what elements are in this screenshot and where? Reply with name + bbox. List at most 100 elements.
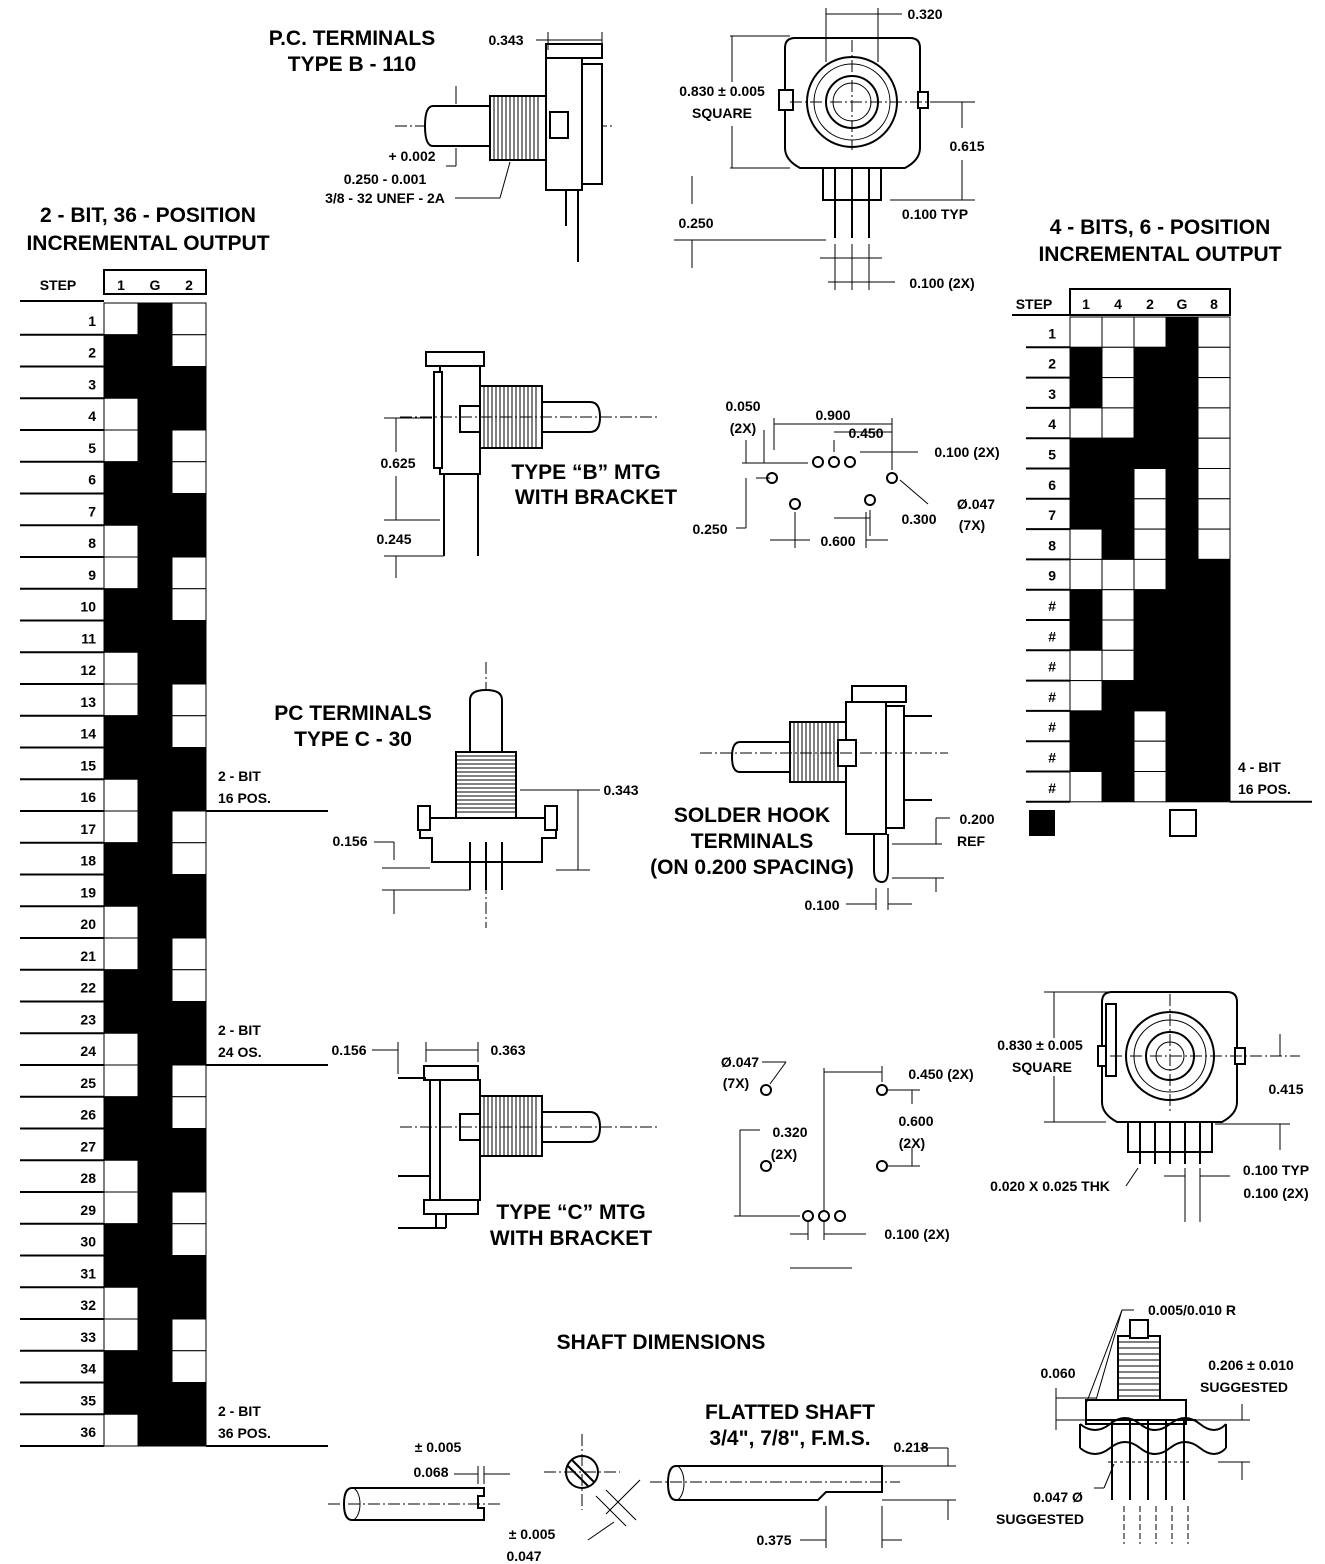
table36-step-label: 31 xyxy=(80,1265,96,1281)
table36-step-label: 32 xyxy=(80,1297,96,1313)
table16-cell xyxy=(1165,407,1199,439)
table36-cell xyxy=(103,334,139,367)
table16-cell xyxy=(1069,437,1103,470)
table36-step-label: 36 xyxy=(80,1424,96,1440)
table36-step-label: 13 xyxy=(80,694,96,710)
dim-0450: 0.450 xyxy=(848,425,883,441)
table36-step-label: 26 xyxy=(80,1107,96,1123)
table16-cell xyxy=(1165,558,1199,591)
heading-solder-hook-line2: TERMINALS xyxy=(691,830,814,853)
table36-step-label: 12 xyxy=(80,662,96,678)
table16-header-cell: 8 xyxy=(1210,296,1218,312)
side-view-type-c-bracket: 0.156 0.363 xyxy=(331,1042,660,1229)
table36-cell xyxy=(171,810,207,844)
dim-dia-047-c-line2: (7X) xyxy=(723,1075,749,1091)
table36-cell xyxy=(137,397,173,431)
table36-step-label: 34 xyxy=(80,1361,96,1377)
table36-cell xyxy=(171,302,207,336)
table36-step-label: 23 xyxy=(80,1011,96,1027)
table16-cell xyxy=(1133,316,1167,348)
dim-0320-2x-line2: (2X) xyxy=(771,1146,797,1162)
dim-0100-typ-top: 0.100 TYP xyxy=(902,206,968,222)
table16-cell xyxy=(1133,528,1167,560)
table36-cell xyxy=(137,556,173,590)
table16-cell xyxy=(1069,771,1103,803)
table36-cell xyxy=(137,1191,173,1225)
table36-cell xyxy=(103,842,139,875)
table36-step-label: 10 xyxy=(80,599,96,615)
table36-cell xyxy=(103,1255,139,1288)
table16-cell xyxy=(1069,558,1103,591)
thread-hatching xyxy=(493,96,539,160)
dim-0200-ref-line2: REF xyxy=(957,833,985,849)
table36-step-label: 35 xyxy=(80,1392,96,1408)
table36-cell xyxy=(171,874,207,907)
table16-cell xyxy=(1101,619,1135,651)
table16-step-label: 6 xyxy=(1048,477,1056,493)
table16-step-label: 4 xyxy=(1048,416,1056,432)
table16-cell xyxy=(1069,680,1103,712)
table36-header-box xyxy=(103,269,207,295)
table36-cell xyxy=(171,1382,207,1415)
table16-header-cell: G xyxy=(1177,296,1188,312)
table16-cell xyxy=(1101,498,1135,530)
dim-0156-c-mtg: 0.156 xyxy=(331,1042,366,1058)
table36-cell xyxy=(137,429,173,463)
table16-cell xyxy=(1197,316,1231,348)
table36-cell xyxy=(103,1382,139,1415)
table36-cell xyxy=(103,1128,139,1161)
table36-cell xyxy=(137,1286,173,1320)
table36-cell xyxy=(137,778,173,812)
hole-pattern-type-b: 0.050 (2X) 0.900 0.450 0.100 (2X) Ø.047 … xyxy=(692,398,999,549)
table16-cell xyxy=(1101,558,1135,591)
table36-cell xyxy=(137,524,173,558)
table16-cell xyxy=(1165,589,1199,621)
table36-cell xyxy=(171,461,207,494)
dim-0375: 0.375 xyxy=(756,1532,791,1548)
table16-cell xyxy=(1101,528,1135,560)
table36-cell xyxy=(171,1128,207,1161)
dim-0250-top: 0.250 xyxy=(678,215,713,231)
heading-pc-b110-line1: P.C. TERMINALS xyxy=(269,27,435,50)
dim-flat-tol-line2: 0.047 xyxy=(506,1548,541,1564)
table36-step-label: 24 xyxy=(80,1043,96,1059)
thread-hatching xyxy=(1118,1341,1160,1397)
table36-header-cell: G xyxy=(150,277,161,293)
table16-step-label: 9 xyxy=(1048,568,1056,584)
dim-0450-2x: 0.450 (2X) xyxy=(908,1066,973,1082)
dim-0100-2x-top: 0.100 (2X) xyxy=(909,275,974,291)
dim-0363: 0.363 xyxy=(490,1042,525,1058)
table36-step-label: 16 xyxy=(80,789,96,805)
table36-cell xyxy=(171,969,207,1002)
table36-cell xyxy=(103,651,139,685)
table36-step-label: 11 xyxy=(81,630,96,646)
table36-header-cell: STEP xyxy=(40,277,77,293)
table16-cell xyxy=(1069,740,1103,773)
table16-cell xyxy=(1165,649,1199,682)
side-view-type-b-bracket: 0.625 0.245 xyxy=(376,351,660,578)
heading-pc-c30-line1: PC TERMINALS xyxy=(274,702,432,725)
table16-cell xyxy=(1165,528,1199,560)
table16-header-cell: 1 xyxy=(1082,296,1090,312)
table16-cell xyxy=(1165,771,1199,803)
table16-cell xyxy=(1197,619,1231,651)
table36-cell xyxy=(137,1413,173,1447)
table16-step-label: # xyxy=(1048,719,1056,735)
dim-dia-047-b-line2: (7X) xyxy=(959,517,985,533)
table16-cell xyxy=(1101,710,1135,742)
table16-cell xyxy=(1133,740,1167,773)
table16-cell xyxy=(1069,346,1103,379)
side-view-type-b110: 0.343 + 0.002 0.250 - 0.001 3/8 - 32 UNE… xyxy=(325,32,615,262)
table36-cell xyxy=(171,1286,207,1320)
table16-step-label: 1 xyxy=(1048,325,1056,341)
tol-plus-0002: + 0.002 xyxy=(388,148,435,164)
table36-cell xyxy=(137,302,173,336)
table16-cell xyxy=(1069,377,1103,409)
table36-cell xyxy=(171,842,207,875)
table36-cell xyxy=(137,1159,173,1193)
dim-0100-2x-c: 0.100 (2X) xyxy=(884,1226,949,1242)
heading-type-c-mtg-line1: TYPE “C” MTG xyxy=(496,1201,645,1224)
flatted-shaft-view: 0.218 0.375 xyxy=(650,1439,956,1548)
